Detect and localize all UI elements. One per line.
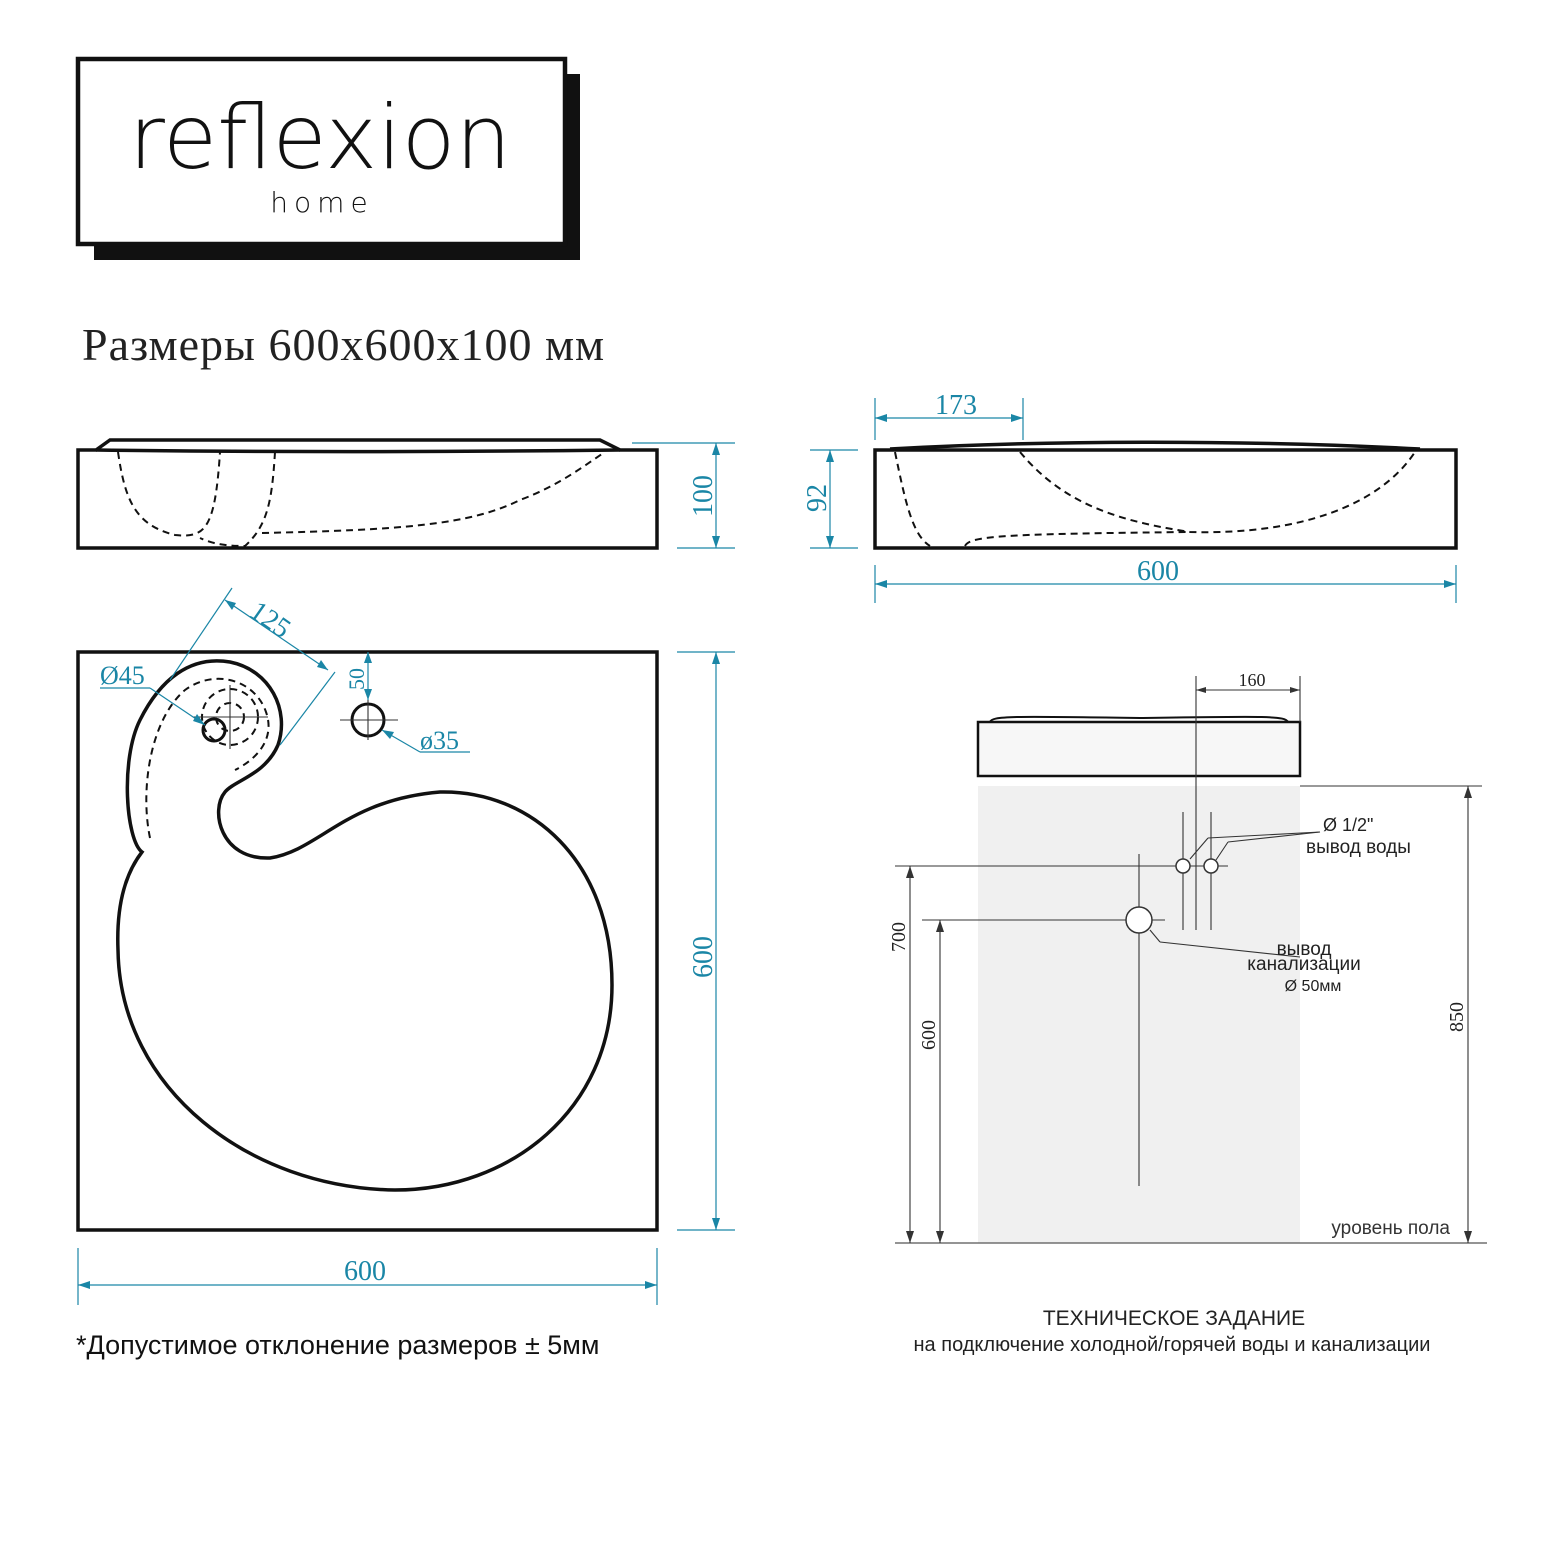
top-height-850-label: 850 (1446, 1002, 1468, 1032)
top-view: Ø45 125 50 ø35 600 600 (76, 587, 735, 1305)
side-view-bowl-left (117, 451, 221, 537)
front-view-bowl-curve (1019, 451, 1416, 534)
side-height-label: 100 (688, 475, 719, 517)
water-outlet-hot (1203, 858, 1219, 874)
drain-diameter-label: Ø45 (100, 661, 145, 690)
front-view: 173 92 600 (802, 390, 1458, 603)
top-offset-label: 50 (344, 668, 369, 690)
front-depth-label: 173 (935, 390, 977, 421)
brand-logo: reflexion home (75, 56, 580, 260)
installation-diagram: 160 Ø 1/2" вывод воды вывод канализации … (888, 670, 1487, 1244)
spec-subtitle: на подключение холодной/горячей воды и к… (914, 1334, 1431, 1356)
drain-hole (201, 717, 227, 743)
brand-sub: home (270, 186, 373, 219)
side-view-bowl-right (261, 451, 606, 534)
tap-diameter-label: ø35 (420, 726, 459, 755)
floor-label: уровень пола (1331, 1218, 1450, 1239)
logo-frame (75, 56, 568, 247)
side-view-bowl-mid (199, 451, 276, 548)
front-height-label: 92 (802, 484, 833, 512)
front-width-label: 600 (1137, 556, 1179, 587)
water-outlet-cold (1175, 858, 1191, 874)
brand-name: reflexion (129, 86, 512, 189)
tolerance-note: *Допустимое отклонение размеров ± 5мм (76, 1330, 599, 1360)
front-view-bowl-floor (964, 531, 1191, 547)
diag-offset-label: 125 (244, 595, 296, 644)
install-sink-rim (989, 715, 1289, 723)
basin-drain-channel (145, 677, 270, 839)
install-offset-label: 160 (1239, 670, 1266, 690)
side-view: 100 (76, 438, 735, 550)
install-sink (976, 720, 1302, 778)
water-outlet-label: вывод воды (1306, 837, 1411, 858)
front-view-bowl-left (894, 451, 931, 547)
top-width-label: 600 (344, 1256, 386, 1287)
front-view-rim (889, 440, 1421, 451)
side-view-rim (95, 448, 621, 454)
sewer-label-1: вывод (1277, 939, 1332, 960)
page-title: Размеры 600x600x100 мм (82, 319, 605, 370)
water-diameter-label: Ø 1/2" (1323, 815, 1373, 835)
sewer-height-label: 600 (918, 1020, 940, 1050)
spec-title: ТЕХНИЧЕСКОЕ ЗАДАНИЕ (1043, 1307, 1305, 1330)
sewer-label-2: канализации (1247, 954, 1360, 975)
water-height-label: 700 (888, 922, 910, 952)
sewer-diameter-label: Ø 50мм (1285, 978, 1342, 995)
front-view-outline (873, 448, 1458, 550)
sewer-outlet (1125, 906, 1153, 934)
top-height-label: 600 (688, 936, 719, 978)
basin-outline (116, 659, 614, 1192)
